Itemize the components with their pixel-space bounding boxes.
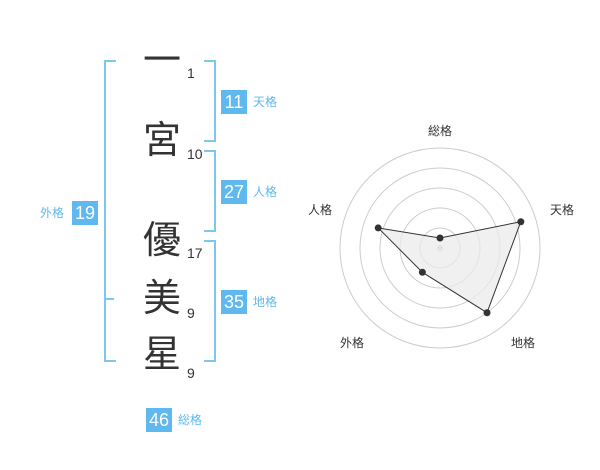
radar-point-2 [517,218,525,226]
jinkaku-value: 27 [221,180,247,204]
radar-polygon [376,221,522,314]
stroke-count-1: 1 [187,65,195,81]
chikaku-label: 地格 [253,295,278,309]
tenkaku-bracket [204,60,216,142]
name-char-3: 優 [142,218,181,262]
chikaku-bracket [204,240,216,362]
name-char-2: 宮 [142,118,181,162]
radar-point-1 [436,234,444,242]
jinkaku-label: 人格 [253,185,278,199]
name-char-4: 美 [142,276,181,320]
gaikaku-bracket-joint [104,298,114,300]
radar-ring-1 [339,147,541,349]
gaikaku-bracket [104,60,116,362]
name-char-5: 星 [142,332,181,376]
radar-axis-label-soukaku: 総格 [428,124,453,138]
gaikaku-label: 外格 [40,206,65,220]
soukaku-value: 46 [146,408,172,432]
radar-point-5 [374,224,382,232]
radar-axis-label-tenkaku: 天格 [550,203,575,217]
radar-point-3 [483,309,491,317]
chikaku-value: 35 [221,290,247,314]
tenkaku-label: 天格 [253,95,278,109]
radar-axis-label-chikaku: 地格 [511,336,536,350]
stroke-count-4: 9 [187,305,195,321]
radar-axis-label-gaikaku: 外格 [340,336,365,350]
radar-point-4 [418,268,426,276]
jinkaku-bracket [204,150,216,232]
stroke-count-5: 9 [187,365,195,381]
radar-ring-2 [359,167,521,329]
soukaku-label: 総格 [178,413,203,427]
tenkaku-value: 11 [221,90,247,114]
name-char-1: 一 [142,38,181,82]
gaikaku-value: 19 [72,201,98,225]
stroke-count-3: 17 [187,245,203,261]
radar-axis-label-jinkaku: 人格 [308,203,333,217]
stroke-count-2: 10 [187,146,203,162]
